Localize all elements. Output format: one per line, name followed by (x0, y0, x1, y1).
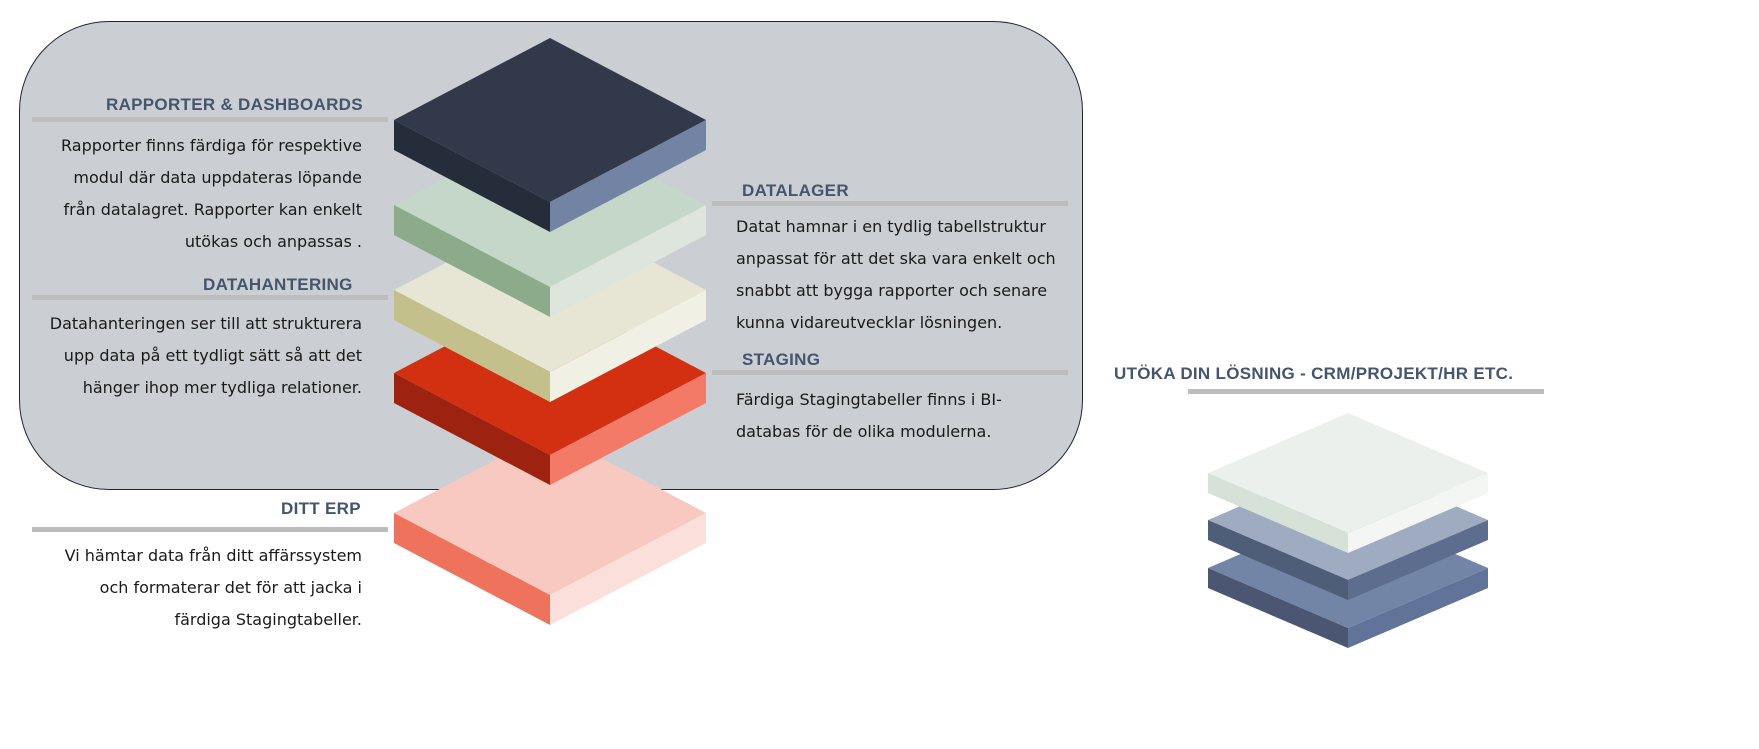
erp-heading: DITT ERP (281, 499, 361, 518)
extend-0-layer (1208, 413, 1488, 553)
erp-right-face (550, 513, 706, 625)
datahantering-rule (32, 295, 388, 300)
datahantering-right-face (550, 290, 706, 402)
text-line: kunna vidareutvecklar lösningen. (736, 313, 1003, 332)
staging-text: Färdiga Stagingtabeller finns i BI- data… (736, 384, 1002, 448)
text-line: hänger ihop mer tydliga relationer. (82, 378, 362, 397)
erp-layer (394, 431, 706, 625)
text-line: Datahanteringen ser till att strukturera (49, 314, 362, 333)
rapporter-heading: RAPPORTER & DASHBOARDS (106, 95, 363, 114)
rapporter-text: Rapporter finns färdiga för respektive m… (61, 130, 362, 258)
datahantering-heading: DATAHANTERING (203, 275, 353, 294)
extend-2-right-face (1348, 568, 1488, 648)
staging-right-face (550, 373, 706, 485)
rapporter-rule (32, 117, 388, 122)
erp-rule (32, 527, 388, 532)
rapporter-right-face (550, 120, 706, 232)
datahantering-text: Datahanteringen ser till att strukturera… (50, 308, 362, 404)
text-line: från datalagret. Rapporter kan enkelt (63, 200, 363, 219)
datahantering-left-face (394, 290, 550, 402)
extend-rule (1188, 389, 1544, 394)
datalager-right-face (550, 205, 706, 317)
extend-0-left-face (1208, 473, 1348, 553)
staging-rule (712, 370, 1068, 375)
staging-left-face (394, 373, 550, 485)
text-line: utökas och anpassas . (184, 232, 362, 251)
text-line: databas för de olika modulerna. (736, 422, 992, 441)
extend-2-left-face (1208, 568, 1348, 648)
erp-left-face (394, 513, 550, 625)
text-line: färdiga Stagingtabeller. (174, 610, 362, 629)
rapporter-left-face (394, 120, 550, 232)
text-line: anpassat för att det ska vara enkelt och (736, 249, 1056, 268)
datalager-text: Datat hamnar i en tydlig tabellstruktur … (736, 211, 1056, 339)
text-line: Datat hamnar i en tydlig tabellstruktur (736, 217, 1046, 236)
text-line: Färdiga Stagingtabeller finns i BI- (736, 390, 1002, 409)
text-line: upp data på ett tydligt sätt så att det (63, 346, 362, 365)
extend-1-left-face (1208, 520, 1348, 600)
erp-text: Vi hämtar data från ditt affärssystem oc… (65, 540, 362, 636)
datalager-left-face (394, 205, 550, 317)
datalager-heading: DATALAGER (742, 181, 849, 200)
rapporter-top-face (394, 38, 706, 202)
extend-heading: UTÖKA DIN LÖSNING - CRM/PROJEKT/HR ETC. (1114, 364, 1514, 383)
text-line: Vi hämtar data från ditt affärssystem (64, 546, 362, 565)
staging-heading: STAGING (742, 350, 821, 369)
text-line: Rapporter finns färdiga för respektive (61, 136, 362, 155)
extend-0-right-face (1348, 473, 1488, 553)
rapporter-layer (394, 38, 706, 232)
text-line: snabbt att bygga rapporter och senare (736, 281, 1048, 300)
text-line: modul där data uppdateras löpande (73, 168, 362, 187)
text-line: och formaterar det för att jacka i (99, 578, 362, 597)
datalager-rule (712, 201, 1068, 206)
extend-1-right-face (1348, 520, 1488, 600)
